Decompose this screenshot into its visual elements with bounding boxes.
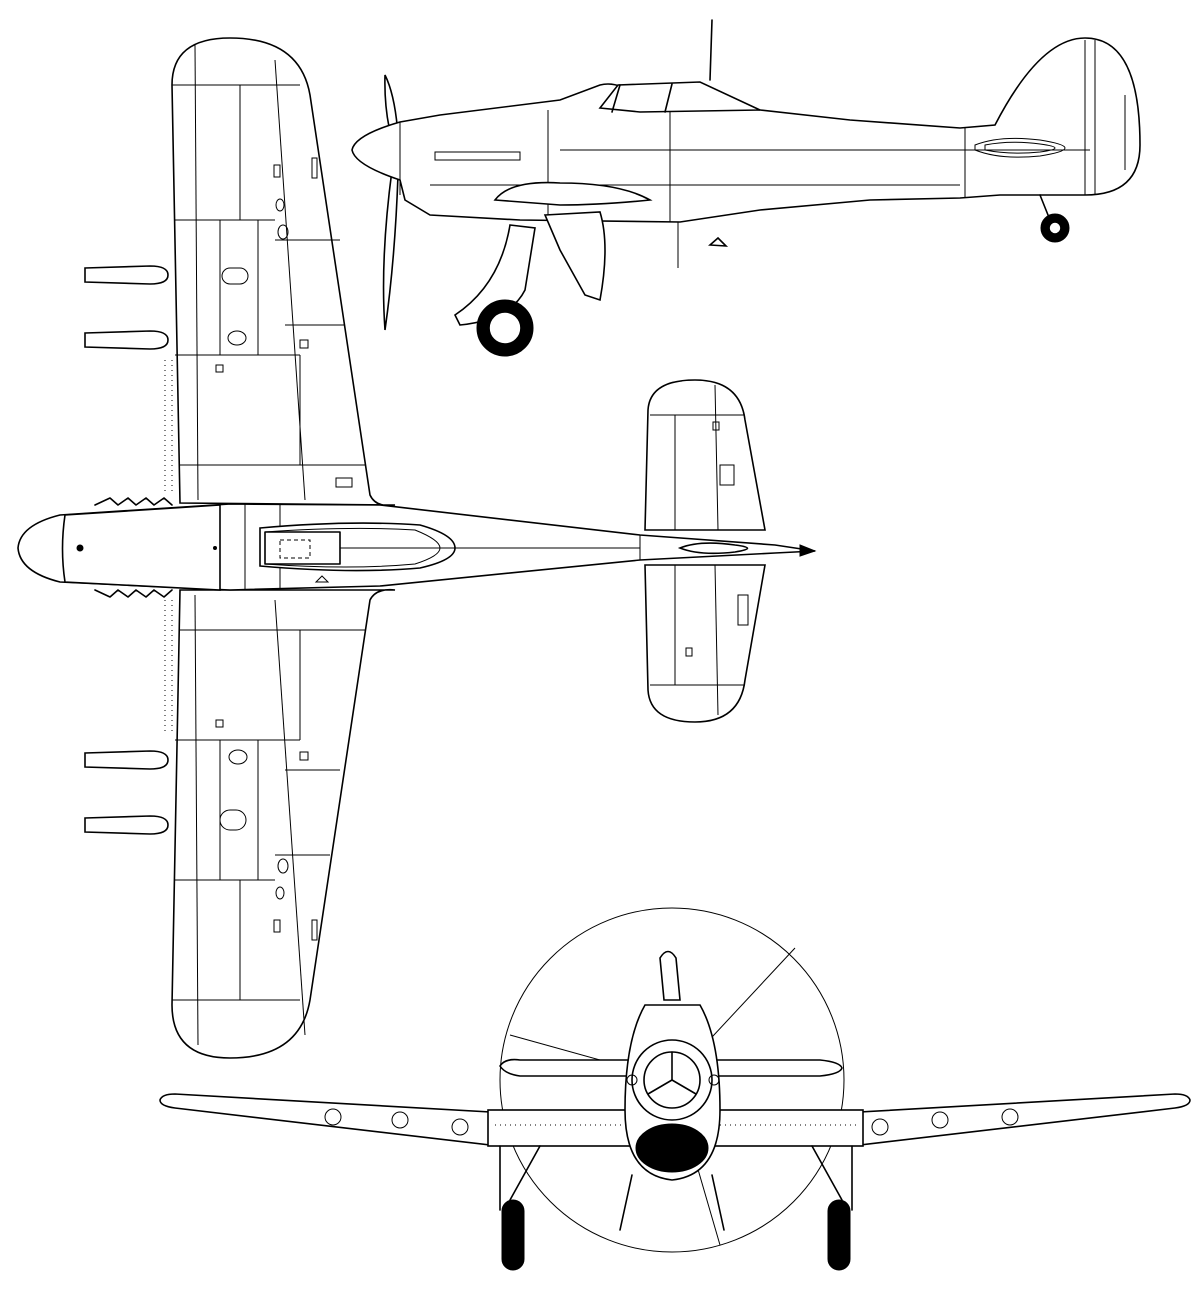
plan-fuselage (17, 497, 817, 598)
plan-upper-wing (84, 37, 396, 507)
plan-lower-wing (84, 588, 396, 1059)
side-tail-wheel (677, 194, 1070, 268)
plan-view (17, 37, 817, 1059)
front-view (159, 907, 1191, 1271)
front-propeller-disc (499, 907, 845, 1253)
front-landing-gear (499, 1145, 853, 1271)
plan-tailplane (644, 379, 766, 723)
side-fuselage (351, 19, 1141, 223)
side-propeller (382, 74, 399, 331)
side-view (351, 19, 1141, 357)
side-main-gear (453, 211, 606, 357)
front-fuselage (624, 950, 721, 1181)
